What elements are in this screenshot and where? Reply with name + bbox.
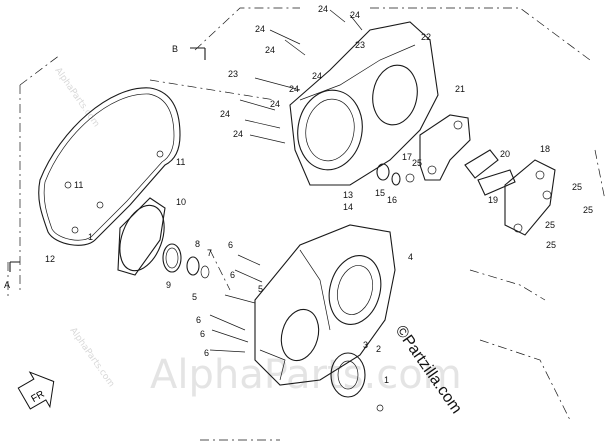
- callout-25b: 25: [572, 182, 582, 192]
- callout-6d: 6: [200, 329, 205, 339]
- callout-12: 12: [45, 254, 55, 264]
- callout-11b: 11: [176, 157, 185, 167]
- callout-20: 20: [500, 149, 510, 159]
- bolts-lower: [209, 254, 263, 353]
- callout-3: 3: [363, 340, 368, 350]
- bolts-top: [239, 9, 363, 144]
- callout-6b: 6: [230, 270, 235, 280]
- callout-24i: 24: [233, 129, 243, 139]
- watermark-small-2: AlphaParts.com: [68, 326, 116, 389]
- block-parts: [464, 149, 516, 196]
- inner-plate: [117, 197, 166, 276]
- callout-22: 22: [421, 32, 431, 42]
- callout-6a: 6: [228, 240, 233, 250]
- callout-24d: 24: [265, 45, 275, 55]
- callout-6c: 6: [196, 315, 201, 325]
- callout-5a: 5: [258, 284, 263, 294]
- callout-23a: 23: [228, 69, 238, 79]
- watermark-small-1: AlphaParts.com: [53, 66, 101, 129]
- callout-labels: 1 1 2 3 4 5 5 6 6 6 6 6 7 8 9 10 11 11 1…: [45, 4, 593, 385]
- callout-9: 9: [166, 280, 171, 290]
- callout-24e: 24: [312, 71, 322, 81]
- seals-group: [162, 243, 210, 279]
- callout-18: 18: [540, 144, 550, 154]
- callout-24c: 24: [255, 24, 265, 34]
- bracket: [419, 114, 471, 181]
- callout-14: 14: [343, 202, 353, 212]
- small-seals: [376, 163, 415, 186]
- callout-25e: 25: [546, 240, 556, 250]
- callout-5b: 5: [192, 292, 197, 302]
- callout-11a: 11: [74, 180, 83, 190]
- callout-10: 10: [176, 197, 186, 207]
- callout-24h: 24: [220, 109, 230, 119]
- callout-15: 15: [375, 188, 385, 198]
- view-marker-a: A: [4, 261, 20, 290]
- callout-17: 17: [402, 152, 412, 162]
- callout-24f: 24: [289, 84, 299, 94]
- watermark-site: AlphaParts.com: [150, 352, 462, 398]
- callout-23b: 23: [355, 40, 365, 50]
- callout-7: 7: [207, 248, 212, 258]
- view-marker-b: B: [172, 44, 206, 60]
- front-arrow-icon: FR: [17, 371, 55, 410]
- callout-1b: 1: [384, 375, 389, 385]
- callout-6e: 6: [204, 348, 209, 358]
- callout-24a: 24: [318, 4, 328, 14]
- callout-2: 2: [376, 344, 381, 354]
- callout-25a: 25: [412, 158, 422, 168]
- callout-25c: 25: [583, 205, 593, 215]
- upper-case-half: [289, 21, 439, 186]
- frame-lines: [7, 7, 605, 441]
- view-marker-b-label: B: [172, 44, 178, 54]
- callout-1a: 1: [88, 232, 93, 242]
- callout-25d: 25: [545, 220, 555, 230]
- callout-24b: 24: [350, 10, 360, 20]
- view-marker-a-label: A: [4, 280, 10, 290]
- bearing-cover: [330, 352, 384, 412]
- callout-16: 16: [387, 195, 397, 205]
- callout-21: 21: [455, 84, 465, 94]
- center-crankcase: [254, 224, 396, 386]
- callout-19: 19: [488, 195, 498, 205]
- callout-4: 4: [408, 252, 413, 262]
- outer-cover-gasket: [38, 87, 181, 246]
- callout-13: 13: [343, 190, 353, 200]
- mount-plate: [504, 159, 556, 236]
- callout-24g: 24: [270, 99, 280, 109]
- callout-8: 8: [195, 239, 200, 249]
